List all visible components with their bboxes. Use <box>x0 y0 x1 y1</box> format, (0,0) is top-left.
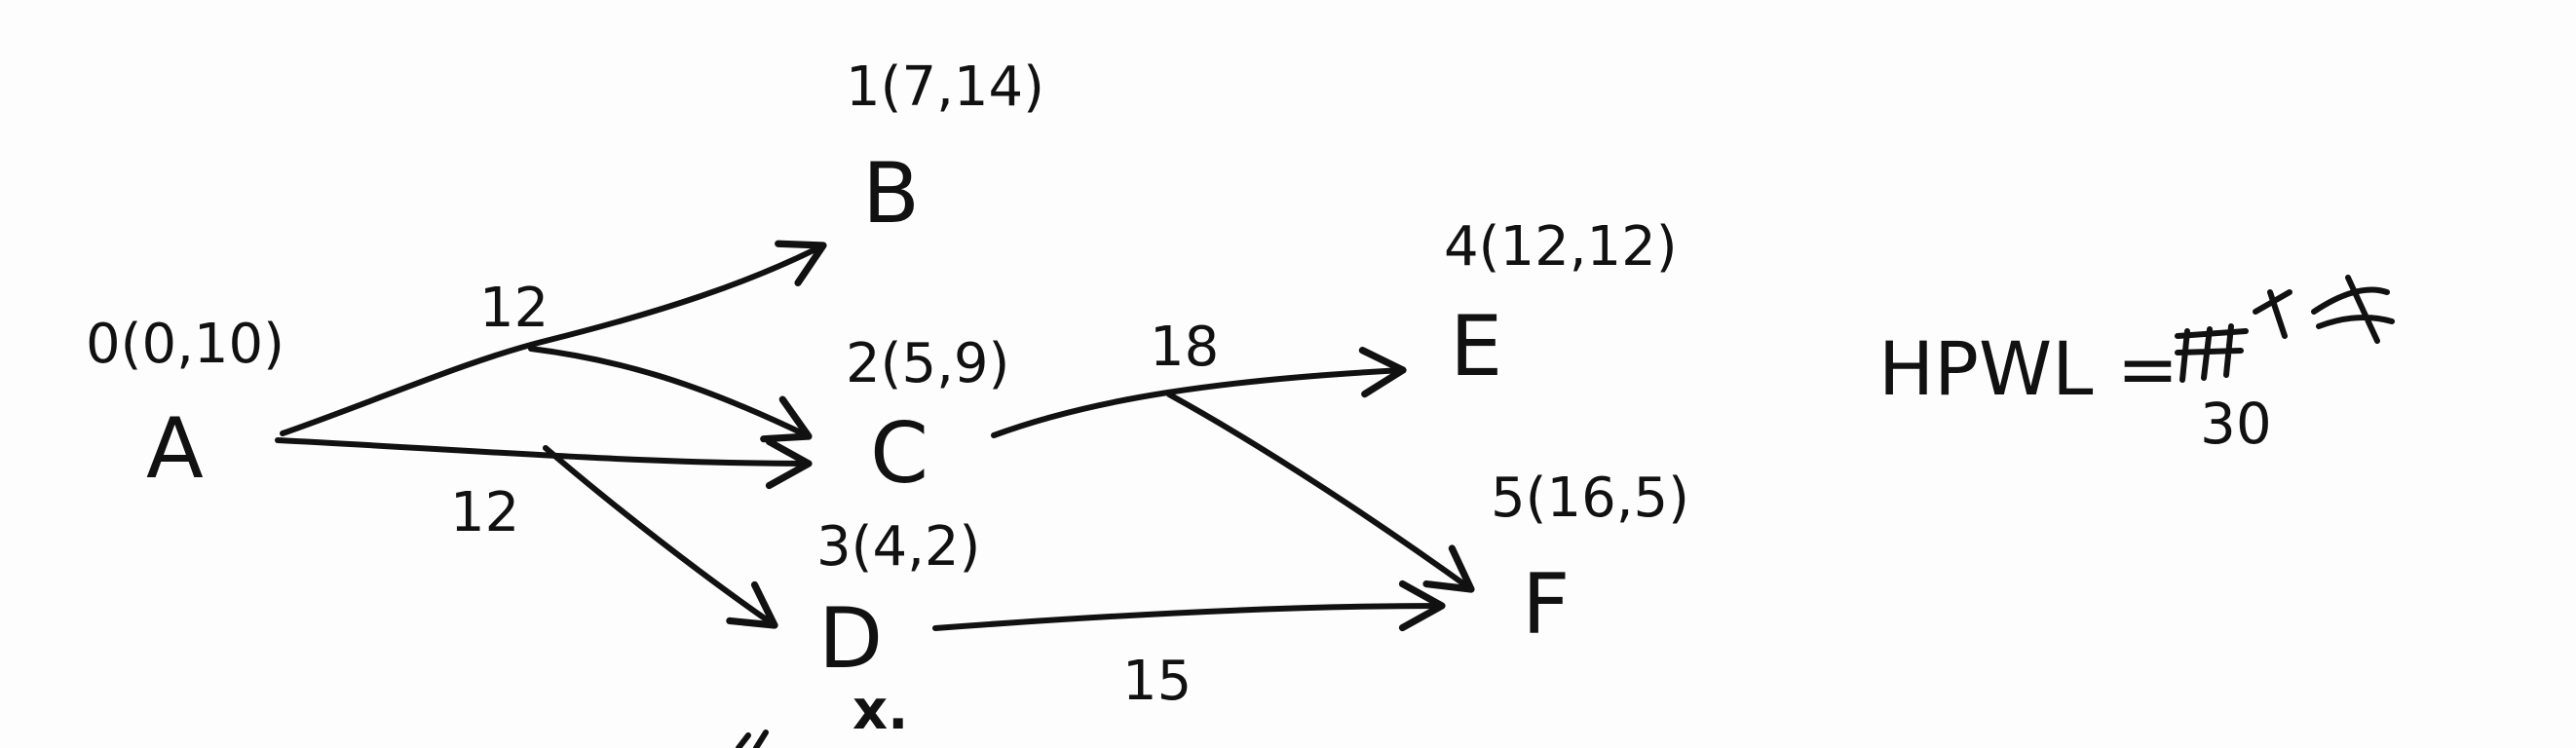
edge-c-to-f <box>1166 392 1475 593</box>
hpwl-value: 30 <box>2200 391 2272 457</box>
edge-c-to-e <box>991 347 1407 438</box>
node-a-coord: 0(0,10) <box>86 313 284 376</box>
node-f-coord: 5(16,5) <box>1491 467 1689 530</box>
edge-a-to-c-upper <box>528 346 813 443</box>
edge-a-to-b <box>280 240 827 436</box>
node-b-coord: 1(7,14) <box>846 56 1044 119</box>
node-d-coord: 3(4,2) <box>816 515 980 579</box>
edge-weight-d-f: 15 <box>1122 650 1192 713</box>
node-c-coord: 2(5,9) <box>846 332 1009 395</box>
node-e-coord: 4(12,12) <box>1444 215 1678 279</box>
node-e-label: E <box>1450 298 1502 395</box>
node-b-label: B <box>862 145 920 243</box>
edge-a-to-c-lower <box>275 437 813 490</box>
node-a-label: A <box>146 400 204 498</box>
edge-weight-a-cd: 12 <box>450 481 519 544</box>
edge-a-to-d <box>543 445 778 629</box>
node-d-label: D <box>818 590 883 688</box>
hpwl-label: HPWL = <box>1878 325 2178 412</box>
edge-weight-c-ef: 18 <box>1150 316 1219 379</box>
node-f-label: F <box>1522 556 1570 654</box>
partial-mark-bottom-left <box>736 729 769 748</box>
edge-weight-a-bc: 12 <box>479 277 549 340</box>
crossed-out-value <box>2175 275 2395 383</box>
edge-d-to-f <box>932 580 1446 632</box>
mark-below-d: x. <box>852 679 908 742</box>
node-c-label: C <box>870 405 928 503</box>
